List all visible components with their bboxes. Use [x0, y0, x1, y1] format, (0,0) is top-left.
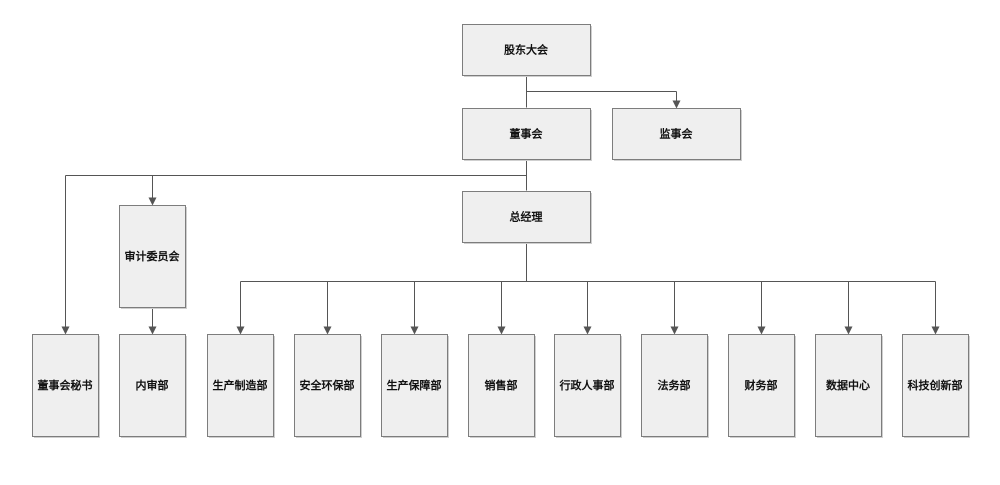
node-box	[641, 334, 708, 437]
node-label: 法务部	[658, 378, 691, 392]
connectors-layer	[61, 75, 940, 335]
arrowhead-icon	[323, 326, 332, 335]
node-label: 总经理	[510, 210, 543, 224]
arrowhead-icon	[670, 326, 679, 335]
node-box	[207, 334, 274, 437]
node-label: 科技创新部	[908, 378, 963, 392]
node-label: 销售部	[485, 378, 518, 392]
node-label: 生产制造部	[213, 378, 268, 392]
org-node-internal-audit: 内审部	[119, 334, 187, 438]
node-box	[728, 334, 795, 437]
node-box	[462, 191, 591, 243]
node-label: 内审部	[136, 378, 169, 392]
node-box	[32, 334, 99, 437]
org-node-tech-innovation: 科技创新部	[902, 334, 970, 438]
org-node-sales: 销售部	[468, 334, 536, 438]
node-box	[902, 334, 969, 437]
node-label: 监事会	[660, 127, 694, 141]
node-label: 行政人事部	[559, 378, 615, 392]
node-label: 安全环保部	[300, 378, 355, 392]
org-node-production-mfg: 生产制造部	[207, 334, 275, 438]
arrowhead-icon	[583, 326, 592, 335]
org-node-finance: 财务部	[728, 334, 796, 438]
node-box	[294, 334, 361, 437]
arrowhead-icon	[497, 326, 506, 335]
org-node-safety-env: 安全环保部	[294, 334, 362, 438]
node-label: 数据中心	[826, 378, 870, 392]
org-node-production-support: 生产保障部	[381, 334, 449, 438]
org-node-legal: 法务部	[641, 334, 709, 438]
node-box	[119, 205, 186, 308]
node-box	[554, 334, 621, 437]
org-node-audit-committee: 审计委员会	[119, 205, 187, 309]
node-box	[462, 24, 591, 76]
node-label: 董事会	[510, 127, 544, 141]
node-label: 财务部	[744, 378, 778, 392]
arrowhead-icon	[148, 197, 157, 206]
arrowhead-icon	[672, 100, 681, 109]
node-box	[815, 334, 882, 437]
org-node-board-secretary: 董事会秘书	[32, 334, 100, 438]
org-node-data-center: 数据中心	[815, 334, 883, 438]
arrowhead-icon	[844, 326, 853, 335]
arrowhead-icon	[410, 326, 419, 335]
node-label: 董事会秘书	[38, 378, 93, 392]
org-node-gm: 总经理	[462, 191, 592, 244]
arrowhead-icon	[236, 326, 245, 335]
org-node-board: 董事会	[462, 108, 592, 161]
node-box	[462, 108, 591, 160]
org-node-shareholders: 股东大会	[462, 24, 592, 77]
node-label: 股东大会	[504, 43, 549, 57]
arrowhead-icon	[148, 326, 157, 335]
arrowhead-icon	[757, 326, 766, 335]
arrowhead-icon	[61, 326, 70, 335]
node-label: 生产保障部	[387, 378, 442, 392]
org-node-supervisors: 监事会	[612, 108, 742, 161]
node-box	[612, 108, 741, 160]
node-box	[468, 334, 535, 437]
arrowhead-icon	[931, 326, 940, 335]
node-label: 审计委员会	[125, 249, 181, 263]
org-node-admin-hr: 行政人事部	[554, 334, 622, 438]
node-box	[381, 334, 448, 437]
node-box	[119, 334, 186, 437]
